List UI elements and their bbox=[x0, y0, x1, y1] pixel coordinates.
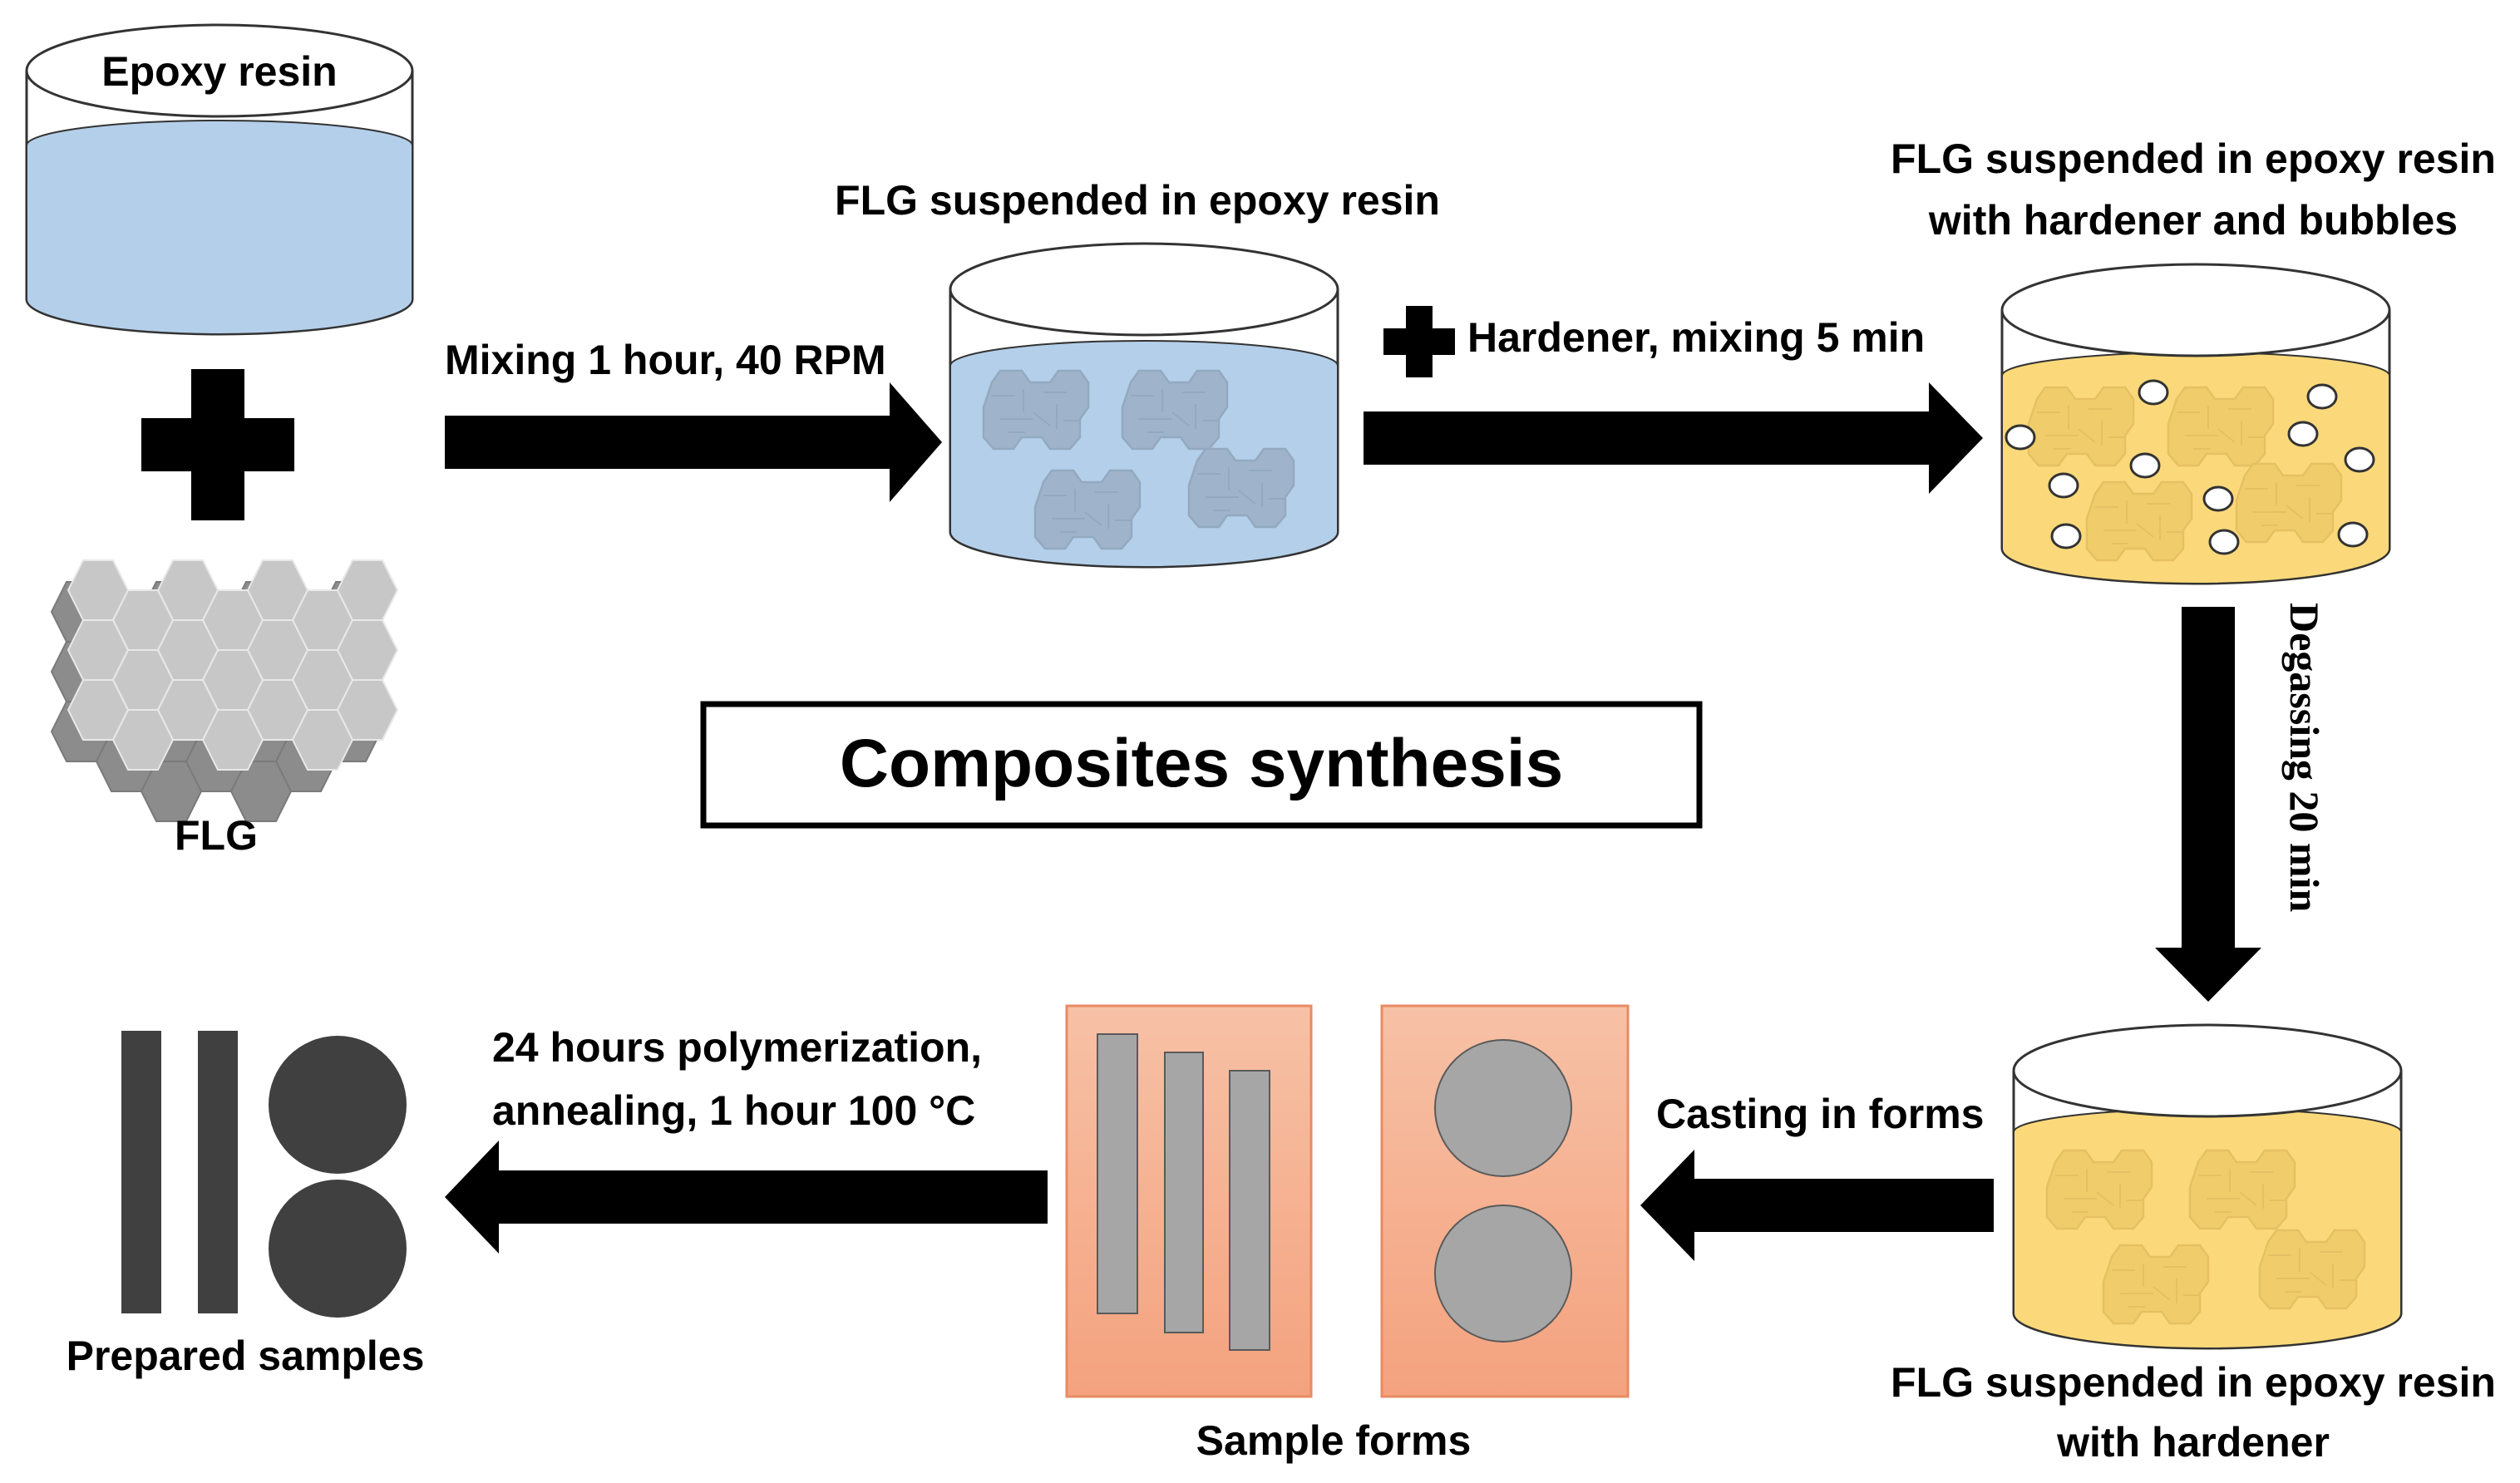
hardener-arrow bbox=[1364, 382, 1983, 494]
plus-icon bbox=[141, 369, 294, 520]
flg-graphene-icon bbox=[51, 559, 398, 822]
diagram-title: Composites synthesis bbox=[840, 726, 1563, 801]
degassing-step-label: Degassing 20 min bbox=[2281, 603, 2328, 912]
bubbles-label-line1: FLG suspended in epoxy resin bbox=[1891, 135, 2496, 182]
bubbles-beaker bbox=[2000, 263, 2391, 585]
suspension-label: FLG suspended in epoxy resin bbox=[835, 177, 1440, 224]
prepared-samples-label: Prepared samples bbox=[67, 1333, 425, 1379]
prepared-samples bbox=[121, 1031, 407, 1318]
polymerization-label-line1: 24 hours polymerization, bbox=[492, 1024, 982, 1071]
casting-step-label: Casting in forms bbox=[1656, 1091, 1984, 1137]
polymerization-label-line2: annealing, 1 hour 100 °C bbox=[492, 1087, 975, 1134]
epoxy-resin-label: Epoxy resin bbox=[101, 48, 337, 95]
flg-label: FLG bbox=[175, 812, 258, 859]
bar-sample-form bbox=[1065, 1004, 1313, 1398]
suspension-beaker bbox=[949, 242, 1339, 569]
hardener-plus-icon bbox=[1383, 306, 1455, 377]
epoxy-liquid bbox=[26, 120, 413, 335]
air-bubbles bbox=[2005, 379, 2375, 555]
casting-arrow bbox=[1640, 1150, 1994, 1261]
hardener-step-label: Hardener, mixing 5 min bbox=[1467, 314, 1925, 361]
bubbles-label-line2: with hardener and bubbles bbox=[1928, 197, 2458, 244]
hardener-beaker bbox=[2012, 1023, 2403, 1350]
title-box: Composites synthesis bbox=[700, 701, 1703, 829]
sample-forms-label: Sample forms bbox=[1196, 1417, 1472, 1464]
hardener-label-line1: FLG suspended in epoxy resin bbox=[1891, 1359, 2496, 1406]
mixing-step-label: Mixing 1 hour, 40 RPM bbox=[445, 337, 886, 383]
degassing-arrow bbox=[2155, 607, 2261, 1002]
polymerization-arrow bbox=[445, 1141, 1048, 1254]
mixing-arrow bbox=[445, 382, 942, 502]
disc-sample-form bbox=[1380, 1004, 1630, 1398]
hardener-label-line2: with hardener bbox=[2056, 1419, 2330, 1466]
epoxy-resin-beaker: Epoxy resin bbox=[25, 23, 414, 336]
